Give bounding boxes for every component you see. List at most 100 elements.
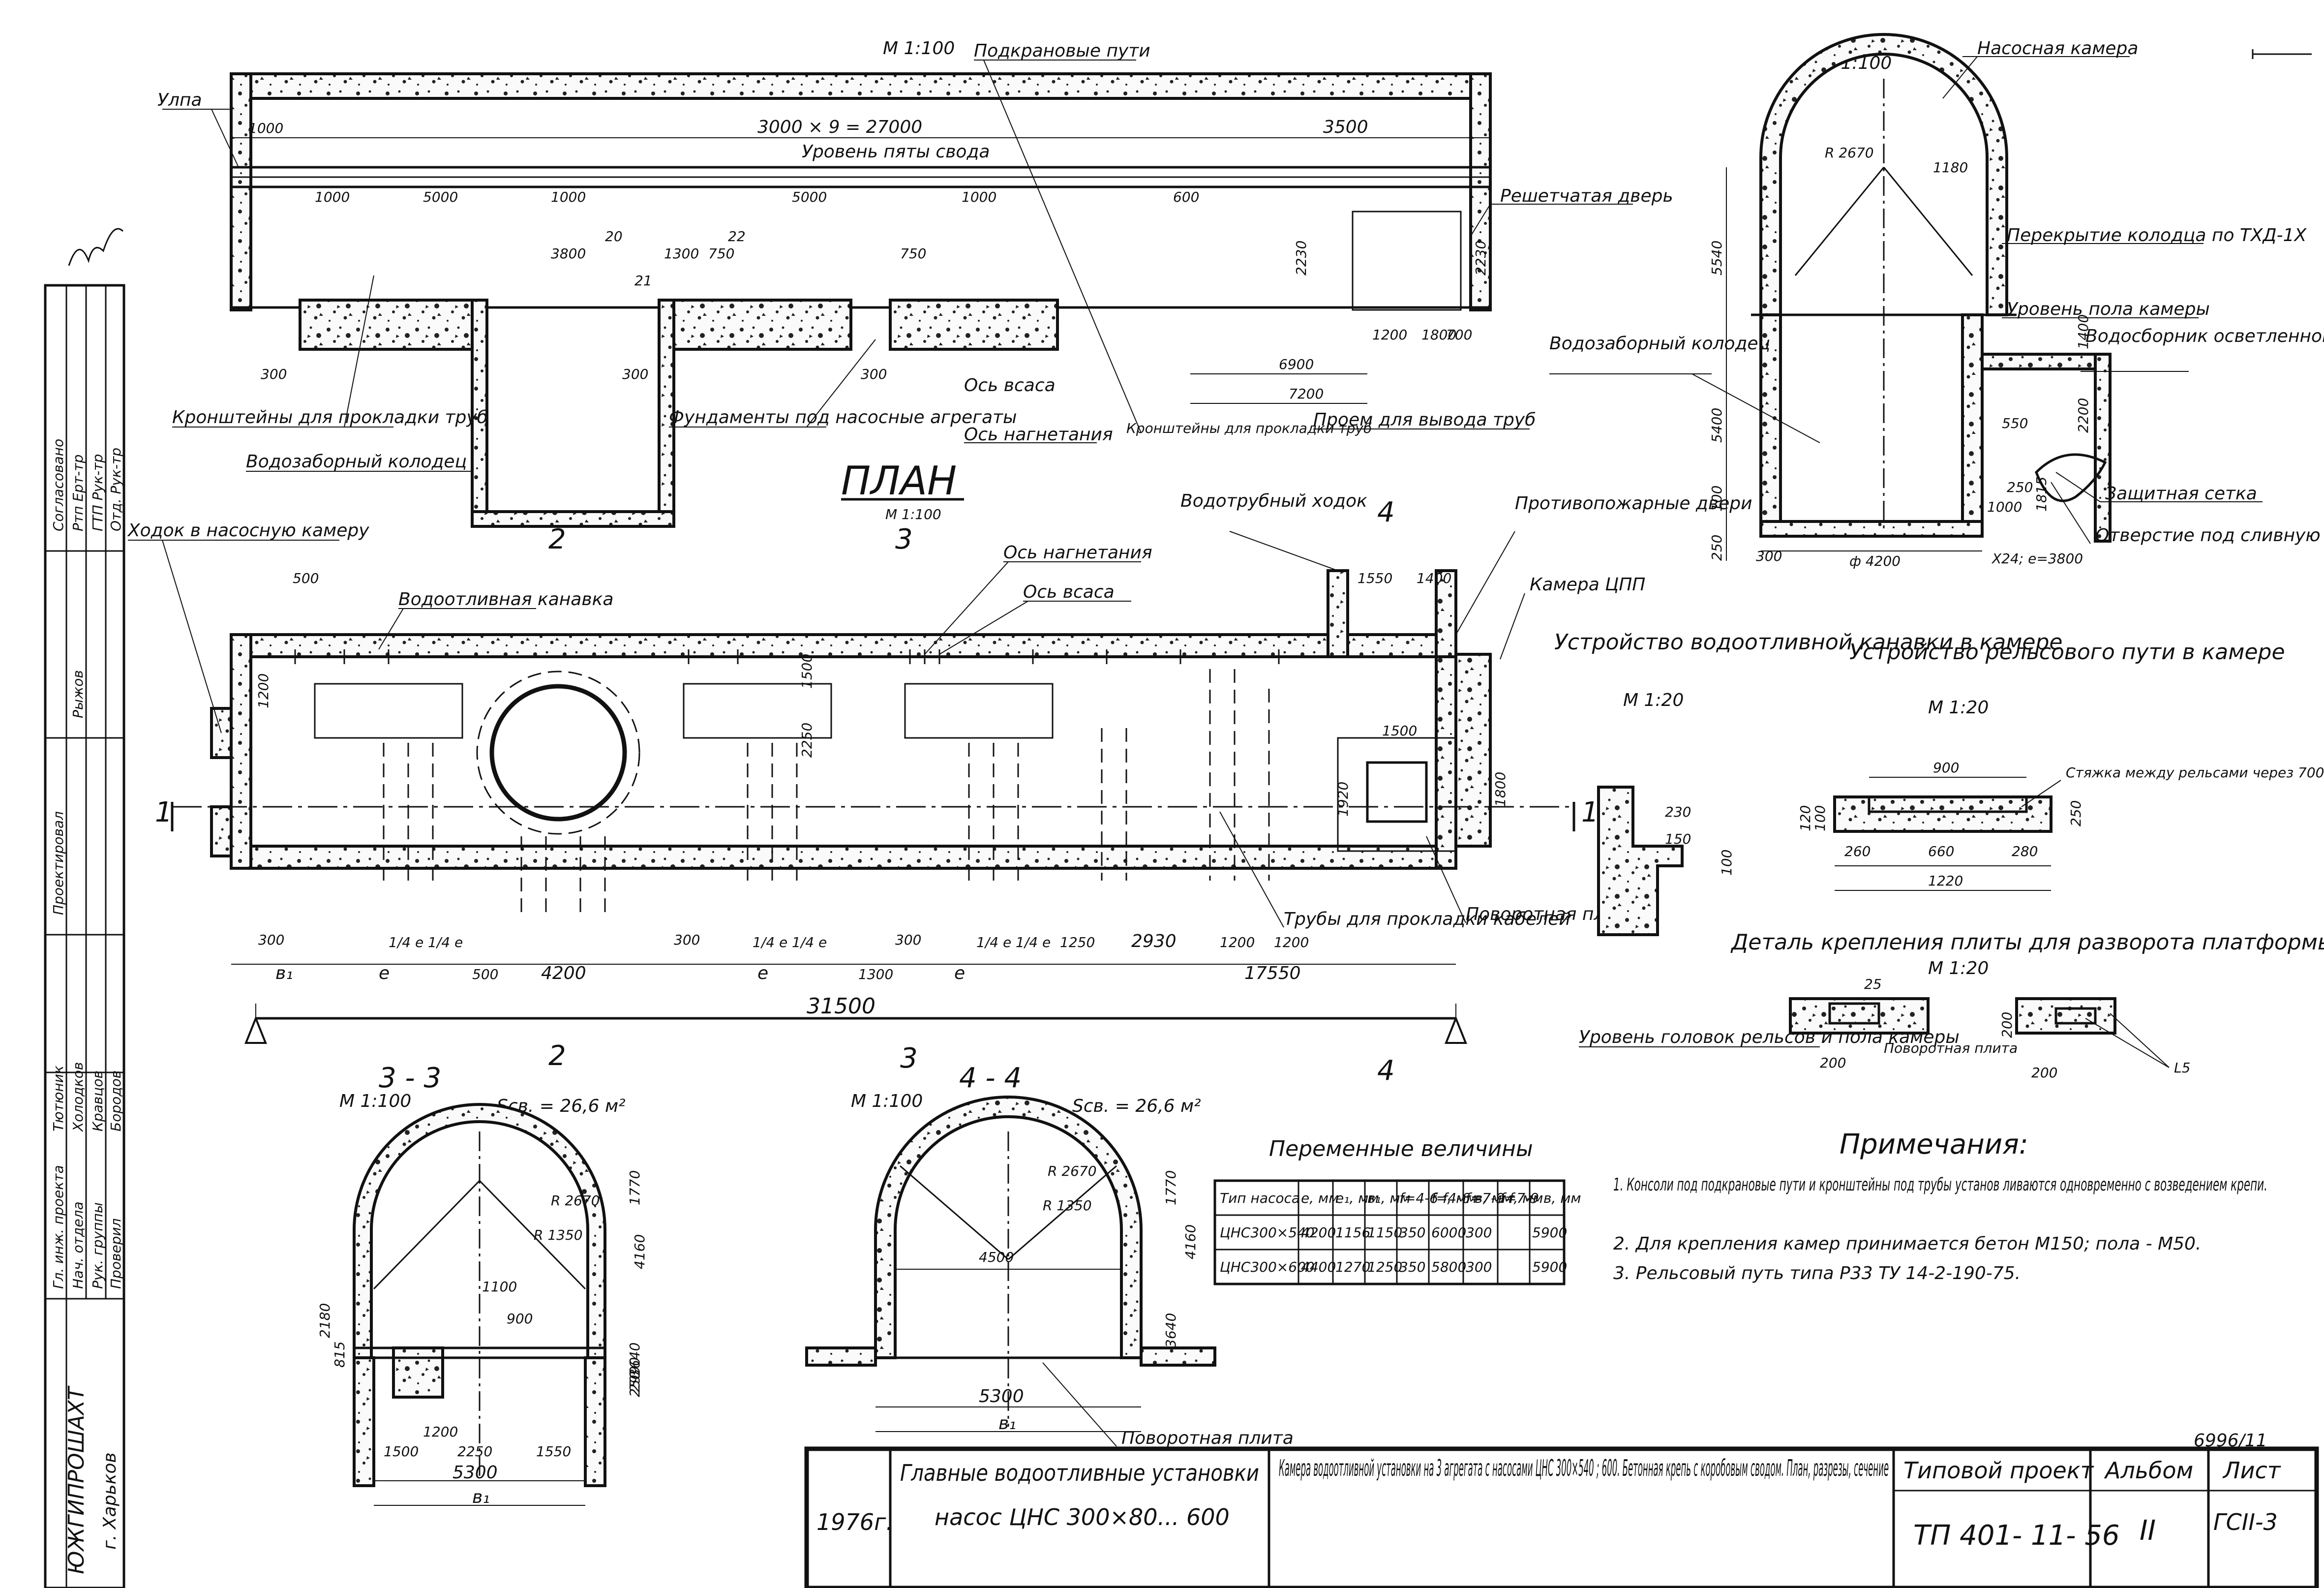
- tb-project-label: Типовой проект: [1903, 1457, 2094, 1484]
- dim-top-18: 300: [861, 366, 887, 382]
- section-4-4: 4 - 4 М 1:100 Sсв. = 26,6 м² R 2670 R 13…: [805, 1062, 1294, 1448]
- section44-area: Sсв. = 26,6 м²: [1072, 1096, 1201, 1116]
- label-nasosnaya: Насосная камера: [1977, 38, 2138, 59]
- dim-bottom-19: 1800: [1492, 772, 1509, 807]
- label-vodootlivnaya: Водоотливная канавка: [398, 589, 613, 610]
- stamp-designer: Проектировал: [50, 811, 66, 915]
- kreplenie-title: Деталь крепления плиты для разворота пла…: [1730, 930, 2324, 955]
- dim-bottom-22: 1500: [799, 654, 815, 689]
- dim-bottom-6e: 1/4 е: [976, 934, 1011, 950]
- variables-table: Переменные величины Тип насоса е, мм е₁,…: [1213, 1136, 1581, 1285]
- right-dim-6: 300: [1756, 548, 1782, 564]
- var-h6: f=7-9 f, мм: [1466, 1190, 1543, 1206]
- right-dim-8: 550: [2002, 415, 2028, 431]
- s33-dim-10: 1500: [384, 1443, 419, 1460]
- rels-dim-1: 260: [1844, 843, 1871, 859]
- section44-scale: М 1:100: [851, 1091, 923, 1111]
- dim-top-22: 1200: [1372, 327, 1407, 343]
- s33-dim-8: 900: [507, 1311, 533, 1327]
- dim-top-14: 21: [634, 273, 652, 289]
- label-vodosbornik: Водосборник осветленной воды: [2085, 326, 2324, 346]
- stamp-role-2: Рук. группы: [90, 1202, 106, 1289]
- var-h4: f=4-6 f, мм: [1399, 1190, 1477, 1206]
- label-kronshteiny-left: Кронштейны для прокладки труб: [172, 407, 488, 428]
- right-dim-12: 250: [2007, 479, 2033, 495]
- dim-bottom-11: 17550: [1244, 963, 1301, 983]
- dim-top-5: 1000: [551, 189, 586, 205]
- right-dim-3: 5400: [1709, 408, 1725, 443]
- rels-styazhka: Стяжка между рельсами через 700 мм: [2066, 764, 2324, 781]
- stamp-org: ЮЖГИПРОШАХТ: [64, 1385, 89, 1574]
- stamp-top-row-2: Отд. Рук-тр: [108, 448, 124, 531]
- dim-bottom-5: 1300: [858, 966, 893, 982]
- s33-dim-11: 2250: [457, 1443, 492, 1460]
- dim-bottom-1: 300: [674, 932, 700, 948]
- dim-bottom-9: 1200: [1220, 934, 1255, 950]
- dim-bottom-4: 500: [472, 966, 498, 982]
- rels-dim-5: 100: [1812, 805, 1828, 831]
- right-dim-5: 100: [1709, 486, 1725, 512]
- s33-dim-12: 1550: [536, 1443, 571, 1460]
- dim-top-6: 5000: [792, 189, 827, 205]
- rels-scale: М 1:20: [1928, 698, 1989, 718]
- label-proem: Проем для вывода труб: [1313, 410, 1536, 430]
- label-os-vsasa: Ось всаса: [964, 375, 1056, 396]
- dim-bottom-7: 1250: [1060, 934, 1095, 950]
- var-r1-c5: 5800: [1431, 1259, 1466, 1275]
- stamp-name-1: Холодков: [70, 1062, 86, 1132]
- tb-album-value: II: [2140, 1515, 2156, 1547]
- note-2: 3. Рельсовый путь типа Р33 ТУ 14-2-190-7…: [1613, 1263, 2021, 1283]
- kanavka-scale: М 1:20: [1623, 690, 1684, 710]
- right-dim-1: 1180: [1933, 159, 1968, 176]
- kreplenie-dim-2: 200: [1999, 1012, 2015, 1038]
- section33-scale: М 1:100: [339, 1091, 411, 1111]
- dim-top-3: 1000: [315, 189, 350, 205]
- kreplenie-uroven: Уровень головок рельсов и пола камеры: [1579, 1027, 1960, 1047]
- section-3-bottom: 3: [900, 1042, 918, 1074]
- label-zashchitnaya: Защитная сетка: [2105, 484, 2257, 504]
- dim-top-25: 2230: [1473, 241, 1489, 275]
- label-protivopozharnye: Противопожарные двери: [1515, 493, 1752, 514]
- s33-dim-13: 5300: [453, 1463, 498, 1483]
- dim-top-0: 3000 × 9 = 27000: [757, 117, 922, 137]
- dim-top-11: 750: [708, 245, 734, 262]
- s33-dim-16: 815: [332, 1342, 348, 1368]
- var-h0: Тип насоса: [1220, 1190, 1300, 1206]
- right-dim-14: Х24; е=3800: [1991, 550, 2083, 567]
- var-r1-c6: 300: [1466, 1259, 1492, 1275]
- var-h1: е, мм: [1301, 1190, 1339, 1206]
- s44-dim-2: 1770: [1163, 1170, 1179, 1205]
- section-2-bottom: 2: [548, 1040, 566, 1072]
- tb-sheet-value: ГСII-3: [2213, 1509, 2278, 1535]
- dim-top-24: 700: [1446, 327, 1472, 343]
- dim-bottom-6b: 1/4 е: [428, 934, 463, 950]
- label-perekrytie: Перекрытие колодца по ТХД-1Х: [2007, 225, 2307, 245]
- dim-bottom-17: 1400: [1417, 570, 1451, 586]
- var-r1-c2: 1270: [1335, 1259, 1370, 1275]
- section-3-3: 3 - 3 М 1:100 Sсв. = 26,6 м² R 2670 R 13…: [317, 1062, 648, 1507]
- right-dim-2: 5540: [1709, 241, 1725, 275]
- var-h3: в₁, мм: [1367, 1190, 1411, 1206]
- right-dim-7: ф 4200: [1849, 553, 1901, 569]
- s33-dim-5: 3640: [627, 1343, 643, 1377]
- label-truby: Трубы для прокладки кабелей: [1284, 909, 1570, 929]
- corner-marks: [2252, 49, 2312, 59]
- stamp-top-role-0: Согласовано: [50, 439, 66, 531]
- tb-subject: Главные водоотливные установки: [900, 1460, 1259, 1486]
- s33-dim-7: 1100: [482, 1279, 517, 1295]
- kanavka-title: Устройство водоотливной канавки в камере: [1554, 630, 2062, 655]
- var-h2: е₁, мм: [1335, 1190, 1379, 1206]
- s44-dim-7: в₁: [998, 1413, 1016, 1434]
- left-stamp: Согласовано Ртп Ерт-тр ГТП Рук-тр Отд. Р…: [44, 228, 125, 1588]
- stamp-checked: Рыжов: [70, 670, 86, 718]
- kreplenie-dim-1: 200: [1820, 1055, 1846, 1071]
- kreplenie-dim-4: L5: [2174, 1060, 2190, 1076]
- label-uroven-svoda: Уровень пяты свода: [802, 142, 990, 162]
- s44-povorotnaya: Поворотная плита: [1121, 1428, 1294, 1448]
- var-r0-c1: 4200: [1301, 1224, 1336, 1241]
- label-reshetchataya: Решетчатая дверь: [1500, 186, 1673, 206]
- dim-bottom-10: 1200: [1274, 934, 1309, 950]
- rels-dim-0: 900: [1933, 760, 1959, 776]
- rels-dim-6: 120: [1797, 805, 1813, 831]
